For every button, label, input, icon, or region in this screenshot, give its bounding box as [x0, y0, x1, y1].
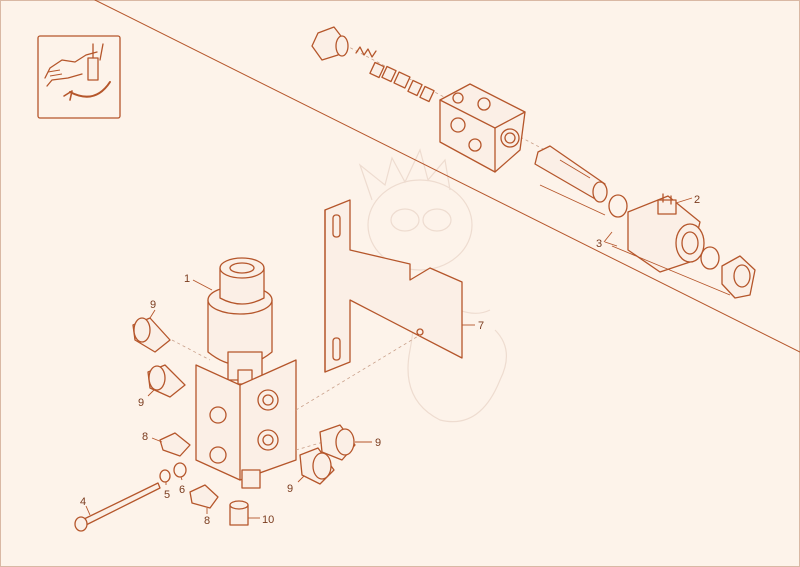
- washer-5: [159, 469, 171, 483]
- callout-label: 3: [596, 238, 602, 250]
- callout-5: 5: [164, 482, 170, 501]
- fitting-9-c: [319, 424, 356, 461]
- washer-6: [173, 462, 187, 478]
- callout-6: 6: [179, 476, 185, 496]
- fitting-8-a: [159, 432, 191, 457]
- callout-9-d: 9: [287, 475, 305, 495]
- callout-7: 7: [462, 320, 484, 332]
- section-divider-line: [94, 0, 800, 353]
- callout-label: 5: [164, 489, 170, 501]
- fitting-9-b: [147, 364, 186, 398]
- callout-9-b: 9: [138, 389, 155, 409]
- callout-label: 9: [375, 437, 381, 449]
- callout-8-a: 8: [142, 431, 163, 443]
- hand-rotate-icon: [37, 35, 121, 119]
- callout-label: 2: [694, 194, 700, 206]
- callout-label: 6: [179, 484, 185, 496]
- callout-2: 2: [675, 194, 700, 206]
- callout-label: 4: [80, 496, 86, 508]
- fitting-9-a: [132, 317, 171, 353]
- callout-9-a: 9: [149, 299, 156, 319]
- callout-9-c: 9: [355, 437, 381, 449]
- callout-4: 4: [80, 496, 91, 516]
- callout-10: 10: [248, 514, 274, 526]
- lower-valve-assembly: [171, 257, 421, 489]
- callout-8-b: 8: [204, 508, 210, 527]
- callout-label: 1: [184, 273, 190, 285]
- callout-label: 9: [138, 397, 144, 409]
- callout-3: 3: [596, 231, 613, 250]
- callout-label: 8: [204, 515, 210, 527]
- callout-label: 8: [142, 431, 148, 443]
- callout-1: 1: [184, 273, 213, 291]
- callout-label: 9: [287, 483, 293, 495]
- mounting-bracket: [324, 199, 463, 373]
- bolt-4: [74, 482, 161, 532]
- fitting-9-d: [299, 447, 335, 485]
- plug-10: [229, 500, 249, 526]
- callout-label: 9: [150, 299, 156, 311]
- upper-valve-assembly: [311, 26, 756, 299]
- fitting-8-b: [189, 484, 219, 509]
- callout-label: 7: [478, 320, 484, 332]
- callout-label: 10: [262, 514, 274, 526]
